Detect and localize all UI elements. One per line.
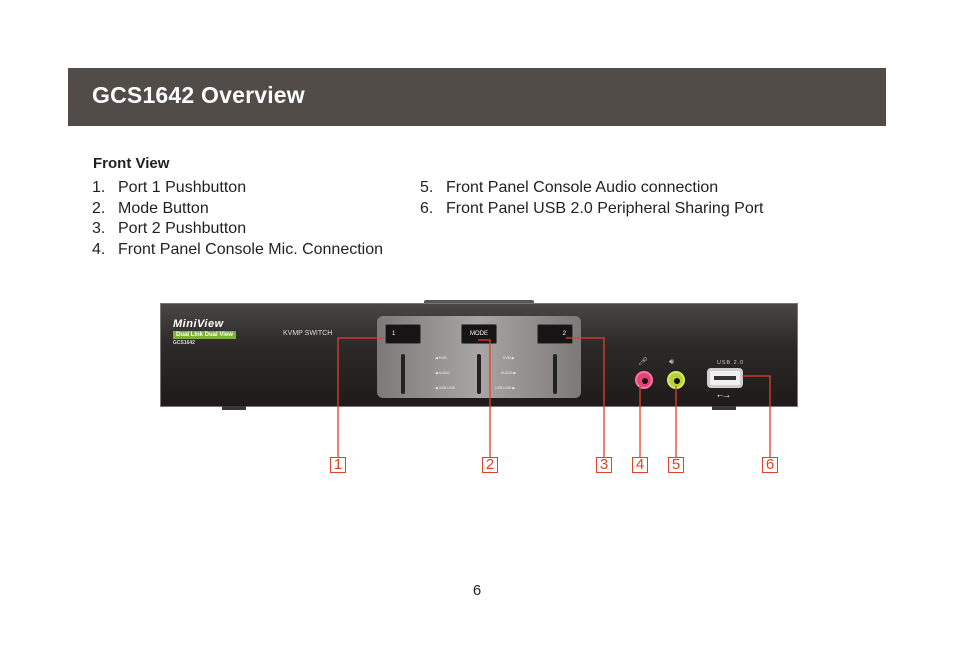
- kvm-switch-front-panel: MiniView Dual Link Dual View KVMP SWITCH…: [160, 303, 798, 407]
- feature-list-left: 1.Port 1 Pushbutton 2.Mode Button 3.Port…: [92, 178, 383, 260]
- callout-4: 4: [632, 457, 648, 473]
- led-label: KVM ▶: [503, 356, 515, 360]
- list-item: 1.Port 1 Pushbutton: [92, 179, 247, 196]
- brand-tag-suffix: KVMP SWITCH: [283, 330, 333, 337]
- leader-line-6: [742, 375, 771, 457]
- mode-button[interactable]: MODE: [461, 324, 497, 344]
- usb-port[interactable]: [707, 368, 743, 388]
- port-1-pushbutton[interactable]: 1: [385, 324, 421, 344]
- mode-led-bar: [477, 354, 481, 394]
- port-1-led-bar: [401, 354, 405, 394]
- led-label: ◀ USB LINK: [435, 386, 456, 390]
- leader-line-1: [337, 337, 384, 457]
- port-2-pushbutton[interactable]: 2: [537, 324, 573, 344]
- list-item: 6.Front Panel USB 2.0 Peripheral Sharing…: [420, 199, 764, 217]
- speaker-icon: 🔊︎: [669, 357, 675, 366]
- mic-jack[interactable]: [635, 371, 653, 389]
- page-title: GCS1642 Overview: [92, 82, 305, 108]
- control-panel: 1 MODE 2 ◀ KVM ◀ AUDIO ◀ USB LINK KVM ▶ …: [377, 316, 581, 398]
- led-label: ◀ AUDIO: [435, 371, 450, 375]
- callout-5: 5: [668, 457, 684, 473]
- usb-label: USB 2.0: [717, 360, 745, 366]
- callout-1: 1: [330, 457, 346, 473]
- brand-tag: Dual Link Dual View: [173, 331, 236, 339]
- device-foot-right: [712, 406, 736, 410]
- led-label: AUDIO ▶: [501, 371, 517, 375]
- leader-line-2: [478, 339, 491, 457]
- microphone-icon: 🎤︎: [638, 357, 649, 366]
- list-item: 5.Front Panel Console Audio connection: [420, 179, 719, 196]
- brand-logo: MiniView: [173, 318, 224, 330]
- feature-list-right: 5.Front Panel Console Audio connection 6…: [420, 178, 764, 219]
- section-heading: Front View: [93, 155, 170, 172]
- header-bar: GCS1642 Overview: [68, 68, 886, 126]
- list-item: 4.Front Panel Console Mic. Connection: [92, 240, 384, 258]
- leader-line-3: [566, 337, 605, 457]
- device-top-edge: [424, 300, 534, 304]
- page-number: 6: [472, 582, 482, 599]
- list-item: 3.Port 2 Pushbutton: [92, 220, 247, 237]
- model-label: GCS1642: [173, 340, 195, 346]
- callout-6: 6: [762, 457, 778, 473]
- usb-icon: ⭠⭢: [717, 391, 730, 400]
- device-foot-left: [222, 406, 246, 410]
- list-item: 2.Mode Button: [92, 199, 209, 217]
- led-label: USB LINK ▶: [495, 386, 516, 390]
- callout-2: 2: [482, 457, 498, 473]
- callout-3: 3: [596, 457, 612, 473]
- led-label: ◀ KVM: [435, 356, 447, 360]
- port-2-led-bar: [553, 354, 557, 394]
